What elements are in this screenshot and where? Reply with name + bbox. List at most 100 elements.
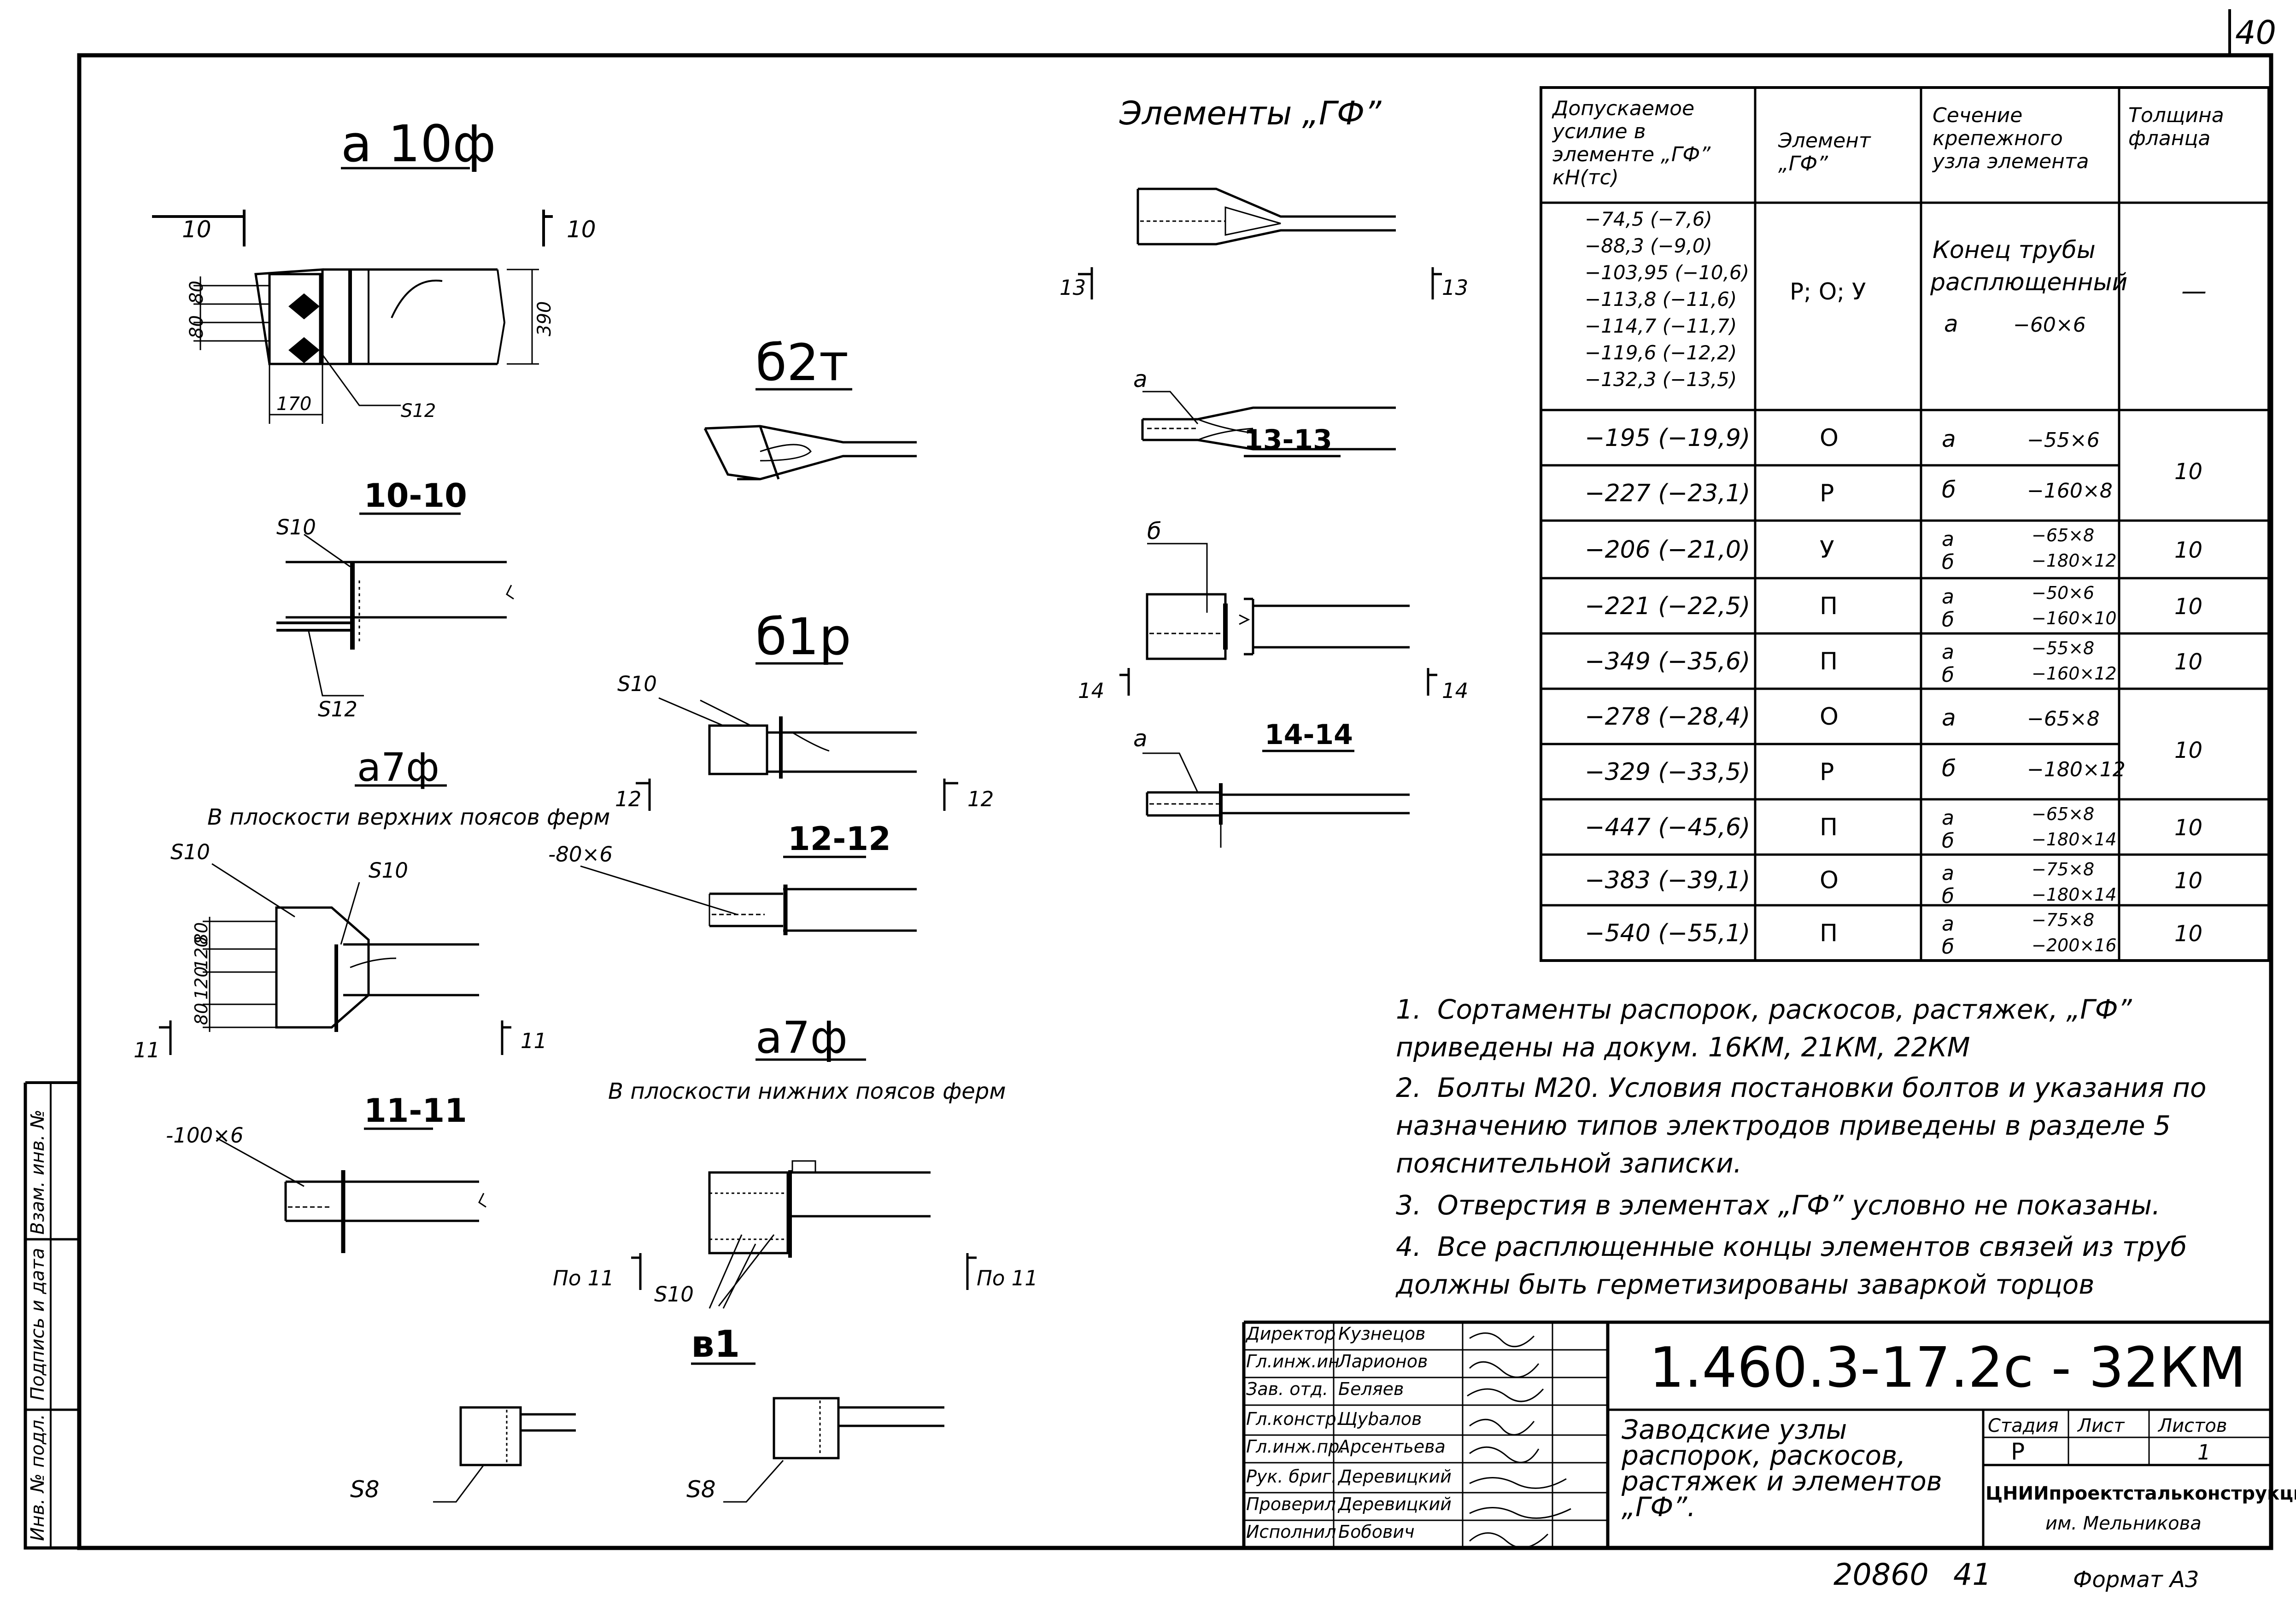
section-10-10-drawing	[276, 533, 514, 697]
section-12-12-drawing	[580, 865, 917, 935]
stamp-name: Ларионов	[1337, 1351, 1428, 1371]
note-number: 2.	[1396, 1072, 1422, 1103]
weld-label: S10	[170, 840, 210, 864]
plate-label: -80×6	[548, 842, 613, 867]
section-title-12-12: 12-12	[788, 820, 891, 858]
title-block-text: 1.460.3-17.2с - 32КМ Стадия Лист Листов …	[1245, 1324, 2296, 1542]
stamp-role: Проверил	[1246, 1494, 1336, 1514]
weld-label: S8	[350, 1476, 380, 1503]
table-cell-element: П	[1820, 648, 1838, 675]
table-cell-thickness: 10	[2174, 649, 2202, 675]
weld-label: S8	[686, 1476, 716, 1503]
cut-label: а	[1133, 366, 1148, 393]
sec-mark: 13	[1442, 275, 1468, 300]
stamp-name: Беляев	[1338, 1379, 1404, 1399]
table-cell-section-key: а	[1942, 704, 1956, 731]
table-header-cell: „ГФ”	[1778, 152, 1828, 176]
table-cell-section: расплющенный	[1930, 269, 2127, 296]
table-cell-element: О	[1820, 424, 1839, 452]
stamp-name: Щуbалов	[1338, 1409, 1422, 1429]
section-title-14-14: 14-14	[1265, 719, 1353, 751]
table-cell-section-key: а	[1942, 426, 1956, 452]
title-block-grid	[1242, 1320, 2271, 1548]
sec-mark: 11	[134, 1038, 160, 1062]
table-cell-thickness: 10	[2174, 815, 2202, 841]
sec-mark: 10	[567, 216, 596, 243]
stamp-stage-label: Стадия	[1988, 1415, 2058, 1436]
detail-b1r-drawing	[636, 697, 958, 811]
dim-label: 80	[191, 922, 211, 944]
side-label-vzam: Взам. инв. №	[27, 1109, 48, 1235]
sec-mark: 12	[615, 787, 641, 811]
side-label-inv: Инв. № подл.	[27, 1414, 48, 1541]
table-cell-thickness: 10	[2174, 459, 2202, 485]
table-cell-element: У	[1820, 536, 1834, 564]
table-header-cell: узла элемента	[1932, 150, 2089, 173]
table-cell-section-val: −55×6	[2027, 428, 2100, 452]
section-11-11-drawing	[216, 1137, 486, 1253]
table-cell-element: О	[1820, 703, 1839, 731]
sec-mark: По 11	[553, 1266, 614, 1290]
note-number: 1.	[1396, 994, 1422, 1025]
table-header-cell: Допускаемое	[1552, 97, 1694, 120]
table-cell-section-key: б	[1942, 663, 1954, 687]
weld-label: S10	[276, 515, 316, 539]
table-header-cell: Сечение	[1933, 104, 2022, 127]
table-cell-section-key: а	[1942, 640, 1954, 664]
table-cell-section-key: а	[1942, 912, 1954, 936]
note-item: 1.Сортаменты распорок, раскосов, растяже…	[1396, 990, 2262, 1066]
table-cell-section-val: −65×8	[2027, 707, 2100, 731]
table-cell-force: −206 (−21,0)	[1585, 536, 1750, 564]
sec-mark: 12	[967, 787, 994, 811]
table-cell-section-val: −65×8	[2032, 525, 2094, 545]
sec-mark: 14	[1078, 679, 1104, 703]
force-table-grid	[1540, 86, 2270, 962]
table-cell-thickness: —	[2181, 276, 2207, 305]
dim-label: 390	[534, 301, 555, 336]
table-cell-section-val: −180×12	[2027, 758, 2126, 781]
table-cell-force: −88,3 (−9,0)	[1585, 234, 1712, 257]
dim-label: 80	[186, 315, 207, 339]
table-header-cell: элементе „ГФ”	[1552, 143, 1711, 166]
stamp-name: Арсентьева	[1337, 1436, 1446, 1457]
table-cell-element: О	[1820, 867, 1839, 894]
table-cell-section-key: б	[1942, 551, 1954, 574]
table-cell-force: −74,5 (−7,6)	[1585, 208, 1712, 230]
weld-label: S12	[318, 697, 357, 721]
table-header-cell: усилие в	[1552, 120, 1646, 143]
table-cell-section-val: −160×12	[2032, 663, 2117, 684]
sec-mark: 13	[1060, 275, 1086, 300]
note-number: 3.	[1396, 1190, 1422, 1221]
table-cell-section: Конец трубы	[1933, 236, 2096, 264]
detail-b2t-drawing	[703, 425, 917, 481]
table-cell-section-val: −180×14	[2032, 885, 2117, 905]
stamp-role: Гл.инж.пр.	[1246, 1436, 1345, 1457]
table-cell-force: −540 (−55,1)	[1585, 920, 1750, 947]
section-title-11-11: 11-11	[364, 1092, 467, 1130]
stamp-name: Деревицкий	[1337, 1466, 1452, 1487]
detail-title-a7f-top: а7ф	[357, 745, 439, 791]
note-text: Болты М20. Условия постановки болтов и у…	[1396, 1072, 2207, 1179]
drawing-labels: 40 Инв. № подл. Подпись и дата Взам. инв…	[27, 14, 2276, 1593]
weld-label: S10	[617, 672, 657, 696]
table-cell-force: −349 (−35,6)	[1585, 648, 1750, 675]
title-underlines	[341, 167, 1354, 1365]
note-number: 4.	[1396, 1231, 1422, 1262]
stamp-role: Исполнил	[1246, 1522, 1336, 1542]
table-header-cell: кН(тс)	[1552, 166, 1619, 189]
dim-label: 80	[191, 1003, 211, 1025]
sec-mark: 11	[521, 1029, 547, 1053]
table-cell-section-val: −50×6	[2032, 583, 2094, 603]
note-item: 2.Болты М20. Условия постановки болтов и…	[1396, 1069, 2262, 1182]
note-item: 4.Все расплющенные концы элементов связе…	[1396, 1228, 2262, 1303]
table-cell-section-val: −55×8	[2032, 638, 2094, 658]
bottom-number: 20860	[1833, 1558, 1929, 1592]
drawing-title: Заводские узлы распорок, раскосов, растя…	[1622, 1414, 1942, 1523]
detail-title-b2t: б2т	[756, 333, 849, 392]
table-cell-element: П	[1820, 920, 1838, 947]
stamp-sheets: 1	[2197, 1440, 2211, 1465]
table-cell-element: П	[1820, 814, 1838, 841]
bottom-sub: 41	[1953, 1558, 1991, 1592]
note-text: Сортаменты распорок, раскосов, растяжек,…	[1396, 994, 2132, 1063]
